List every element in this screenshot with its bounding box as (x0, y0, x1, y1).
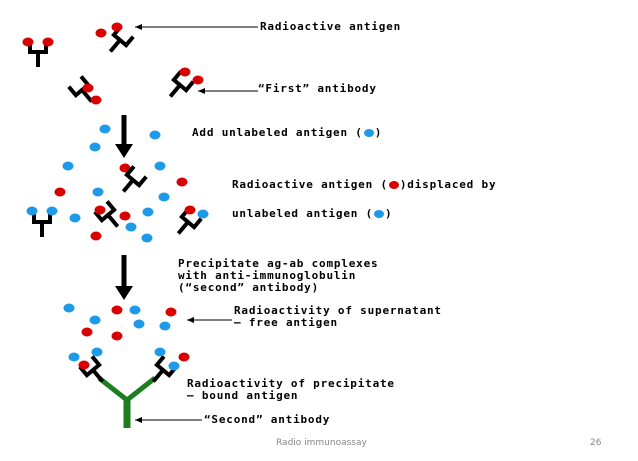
label-precipitate-radio-1: Radioactivity of precipitate (187, 377, 395, 390)
unlabeled-antigen (62, 161, 74, 171)
radioactive-antigen (119, 211, 131, 221)
unlabeled-antigen (26, 206, 38, 216)
unlabeled-antigen (197, 209, 209, 219)
label-add-unlabeled: Add unlabeled antigen () (192, 127, 382, 139)
radioactive-antigen (78, 360, 90, 370)
unlabeled-antigen (154, 347, 166, 357)
unlabeled-antigen-dot-icon (363, 129, 374, 137)
antibody-icon (28, 41, 48, 67)
label-unlabeled-close: ) (385, 207, 393, 220)
radioactive-antigen (184, 205, 196, 215)
label-add-unlabeled-close: ) (374, 126, 383, 139)
unlabeled-antigen (99, 124, 111, 134)
unlabeled-antigen (142, 207, 154, 217)
antibody-icon (32, 211, 52, 237)
unlabeled-antigen (154, 161, 166, 171)
second-antibody-arm (97, 376, 157, 402)
antibody-icon (93, 200, 120, 228)
label-radioactive-antigen: Radioactive antigen (260, 20, 402, 33)
arrow-add-unlabeled-head (115, 144, 133, 158)
unlabeled-antigen (68, 352, 80, 362)
unlabeled-antigen (159, 321, 171, 331)
unlabeled-antigen (46, 206, 58, 216)
radioactive-antigen (90, 231, 102, 241)
label-first-antibody: “First” antibody (258, 82, 377, 95)
label-supernatant-1: Radioactivity of supernatant (234, 304, 442, 317)
antibody-icon (151, 355, 178, 383)
unlabeled-antigen (69, 213, 81, 223)
label-supernatant-2: – free antigen (234, 316, 338, 329)
label-precipitate-3: (“second” antibody) (178, 281, 320, 294)
unlabeled-antigen (141, 233, 153, 243)
unlabeled-antigen-dot-icon (374, 210, 385, 218)
unlabeled-antigen (125, 222, 137, 232)
pointer-first-antibody-head (198, 88, 205, 94)
radioactive-antigen (111, 305, 123, 315)
label-displaced-text: Radioactive antigen ( (232, 178, 388, 191)
radioactive-antigen (111, 22, 123, 32)
antibody-icon (78, 355, 105, 383)
radioactive-antigen (178, 352, 190, 362)
radioactive-antigen (90, 95, 102, 105)
radioactive-antigen (176, 177, 188, 187)
radioactive-antigen (111, 331, 123, 341)
label-precipitate-2: with anti-immunoglobulin (178, 269, 357, 282)
unlabeled-antigen (129, 305, 141, 315)
radioactive-antigen (82, 83, 94, 93)
radioactive-antigen (192, 75, 204, 85)
unlabeled-antigen (149, 130, 161, 140)
page-number: 26 (590, 438, 602, 448)
radioactive-antigen (22, 37, 34, 47)
label-displaced: Radioactive antigen ( )displaced by (232, 179, 496, 191)
label-unlabeled: unlabeled antigen () (232, 208, 392, 220)
radioactive-antigen (54, 187, 66, 197)
radioactive-antigen (179, 67, 191, 77)
antibody-icon (67, 75, 94, 103)
label-precipitate-radio-2: – bound antigen (187, 389, 299, 402)
radioactive-antigen (119, 163, 131, 173)
pointer-second-antibody-head (135, 417, 142, 423)
pointer-supernatant-head (187, 317, 194, 323)
unlabeled-antigen (158, 192, 170, 202)
antibody-icon (121, 165, 148, 193)
label-second-antibody: “Second” antibody (204, 413, 331, 426)
label-unlabeled-text: unlabeled antigen ( (232, 207, 374, 220)
label-add-unlabeled-text: Add unlabeled antigen ( (192, 126, 363, 139)
unlabeled-antigen (89, 142, 101, 152)
pointer-radioactive-antigen-head (135, 24, 142, 30)
label-displaced-suffix: )displaced by (399, 178, 497, 191)
footer-title: Radio immunoassay (276, 438, 367, 448)
radioactive-antigen (95, 28, 107, 38)
antibody-icon (168, 70, 195, 98)
antibody-icon (108, 25, 135, 53)
unlabeled-antigen (92, 187, 104, 197)
unlabeled-antigen (133, 319, 145, 329)
radioactive-antigen (81, 327, 93, 337)
arrow-precipitate-head (115, 286, 133, 300)
radioactive-antigen (42, 37, 54, 47)
unlabeled-antigen (89, 315, 101, 325)
label-precipitate-1: Precipitate ag-ab complexes (178, 257, 379, 270)
unlabeled-antigen (91, 347, 103, 357)
radioactive-antigen-dot-icon (388, 181, 399, 189)
unlabeled-antigen (63, 303, 75, 313)
unlabeled-antigen (168, 361, 180, 371)
radioactive-antigen (165, 307, 177, 317)
antibody-icon (176, 207, 203, 235)
radioactive-antigen (94, 205, 106, 215)
